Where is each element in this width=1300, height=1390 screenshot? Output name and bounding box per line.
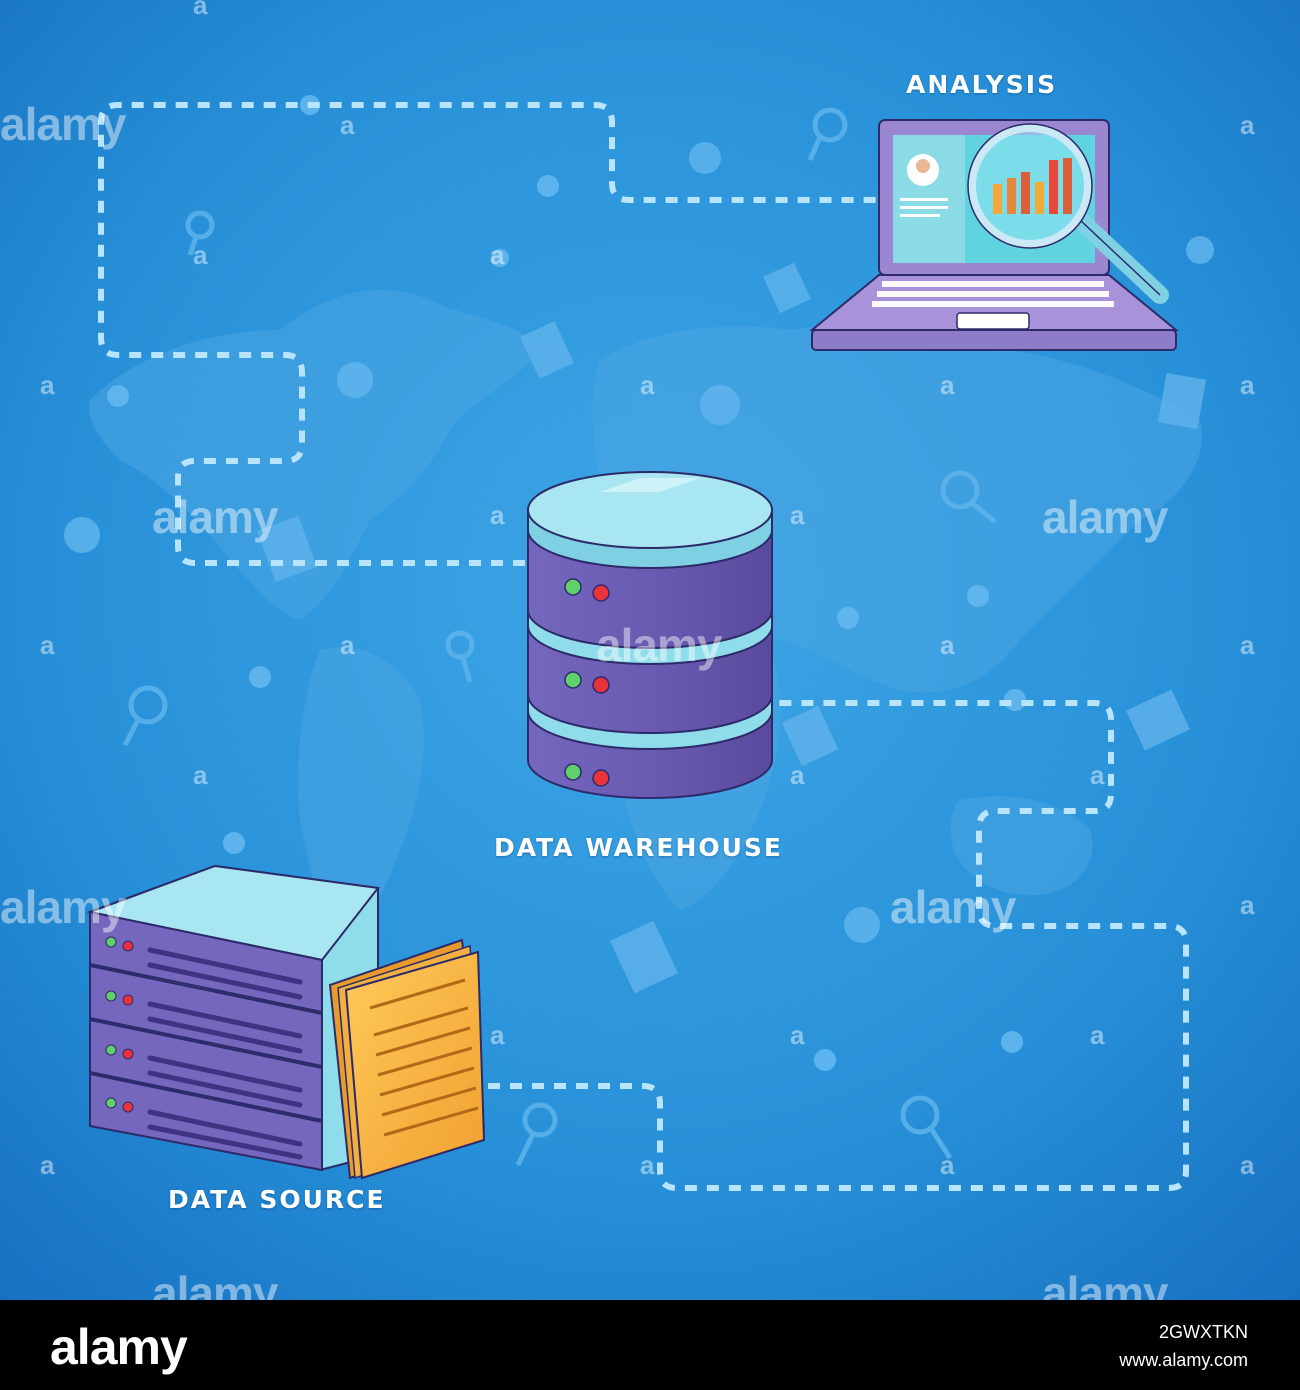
- connectors: [98, 102, 1189, 1191]
- watermark-letter: a: [40, 370, 55, 400]
- watermark-letter: a: [940, 630, 955, 660]
- watermark-letter: a: [193, 240, 208, 270]
- australia-shape: [950, 796, 1093, 896]
- watermark-letter: a: [340, 630, 355, 660]
- gear-icon: [1186, 236, 1214, 264]
- magnifier-icon: [900, 1095, 940, 1135]
- magnifier-icon: [940, 470, 980, 510]
- data-warehouse-icon: [527, 471, 773, 799]
- watermark-letter: a: [490, 1020, 505, 1050]
- watermark-letter: a: [490, 240, 505, 270]
- image-id: 2GWXTKN: [1158, 1322, 1248, 1342]
- watermark-letter: a: [1090, 760, 1105, 790]
- watermark-letter: a: [490, 500, 505, 530]
- watermark-letter: a: [340, 110, 355, 140]
- gear-icon: [844, 907, 880, 943]
- watermark-text: alamy: [596, 619, 722, 671]
- document-icon: [1157, 372, 1207, 430]
- watermark-text: alamy: [890, 881, 1016, 933]
- watermark-letter: a: [1240, 630, 1255, 660]
- watermark-letter: a: [40, 630, 55, 660]
- watermark-letter: a: [790, 1020, 805, 1050]
- stock-footer-bar: alamy 2GWXTKN www.alamy.com: [0, 1300, 1300, 1390]
- document-icon: [609, 920, 679, 994]
- document-icon: [1126, 689, 1190, 751]
- site-url[interactable]: www.alamy.com: [1119, 1350, 1248, 1370]
- watermark-letter: a: [790, 500, 805, 530]
- gear-icon: [64, 517, 100, 553]
- watermark-letter: a: [40, 1150, 55, 1180]
- watermark-text: alamy: [0, 98, 126, 150]
- magnifier-icon: [522, 1102, 558, 1138]
- document-icon: [763, 262, 811, 314]
- magnifier-icon: [812, 107, 848, 143]
- watermark-letter: a: [1240, 370, 1255, 400]
- watermark-letter: a: [193, 760, 208, 790]
- watermark-letter: a: [193, 0, 208, 20]
- watermark-text: alamy: [0, 881, 126, 933]
- analysis-laptop-icon: [809, 119, 1179, 351]
- watermark-letter: a: [790, 760, 805, 790]
- watermark-letter: a: [1240, 890, 1255, 920]
- document-icon: [781, 705, 839, 767]
- background-gears: [64, 142, 1214, 943]
- analysis-label: ANALYSIS: [906, 70, 1058, 99]
- watermark-letter: a: [1240, 110, 1255, 140]
- magnifier-icon: [185, 210, 215, 240]
- watermark-text: alamy: [1042, 1267, 1168, 1300]
- magnifier-icon: [445, 630, 475, 660]
- data-source-label: DATA SOURCE: [168, 1185, 386, 1214]
- connector-source-to-warehouse: [488, 700, 1189, 1191]
- document-icon: [520, 321, 574, 379]
- data-source-icon: [86, 864, 486, 1180]
- background-dots: [107, 95, 1026, 1071]
- gear-icon: [337, 362, 373, 398]
- watermark-letter: a: [1240, 1150, 1255, 1180]
- watermark-text: alamy: [152, 491, 278, 543]
- alamy-logo: alamy: [50, 1319, 188, 1375]
- watermark-letter: a: [640, 1150, 655, 1180]
- magnifier-icon: [128, 685, 168, 725]
- illustration-canvas: [0, 0, 1300, 1300]
- gear-icon: [700, 385, 740, 425]
- watermark-letter: a: [1090, 1020, 1105, 1050]
- gear-icon: [689, 142, 721, 174]
- watermark-text: alamy: [1042, 491, 1168, 543]
- watermark-text: alamy: [152, 1267, 278, 1300]
- watermark-letter: a: [940, 1150, 955, 1180]
- connector-warehouse-to-analysis: [98, 102, 880, 566]
- background-icons: [122, 107, 997, 1167]
- data-flow-illustration: alamy alamy alamy alamy alamy alamy alam…: [0, 0, 1300, 1300]
- north-america-shape: [89, 290, 541, 620]
- watermark-letter: a: [940, 370, 955, 400]
- data-warehouse-label: DATA WAREHOUSE: [494, 833, 784, 862]
- watermark-letter: a: [640, 370, 655, 400]
